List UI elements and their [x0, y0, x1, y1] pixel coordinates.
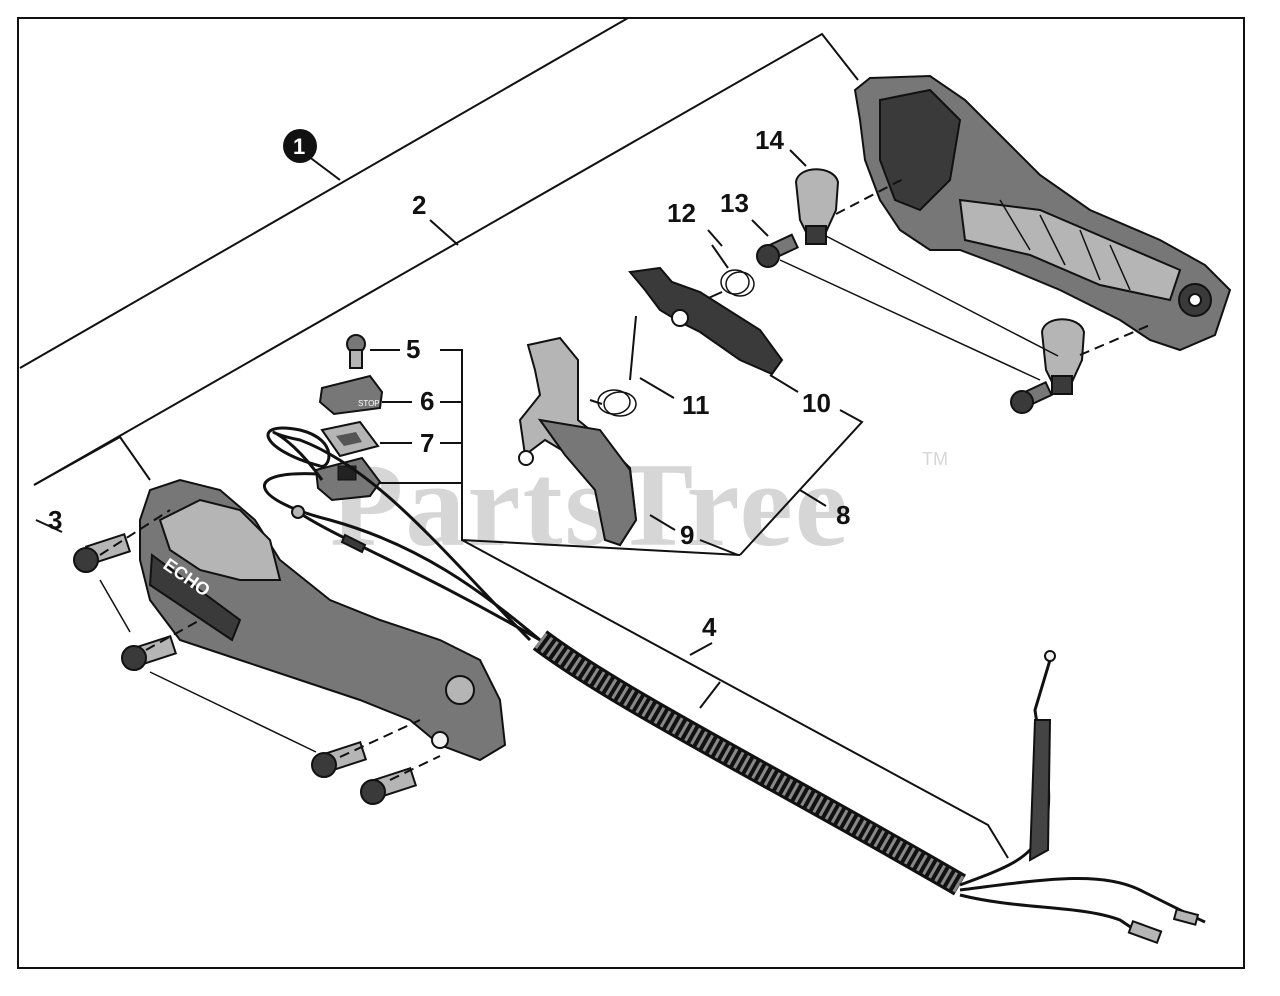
part-label-8: 8 — [836, 500, 850, 530]
assembly-label-1: 1 — [293, 134, 305, 159]
assembly-path-left-2 — [145, 619, 201, 651]
part-label-4: 4 — [702, 612, 717, 642]
part-label-14: 14 — [755, 125, 784, 155]
assembly-path-2 — [1079, 324, 1151, 356]
part-label-9: 9 — [680, 520, 694, 550]
assembly-path-1 — [835, 177, 906, 215]
lockout-lever — [628, 266, 784, 376]
screw-5 — [346, 334, 366, 369]
assembly-bracket-1 — [19, 17, 1244, 369]
part-label-6: 6 — [420, 386, 434, 416]
clamp-lower — [1040, 318, 1086, 395]
assembly-badge — [283, 129, 317, 163]
watermark-tm: TM — [922, 449, 948, 469]
torsion-spring-11 — [589, 315, 637, 417]
part-label-12: 12 — [667, 198, 696, 228]
part-label-11: 11 — [682, 390, 710, 420]
leader-2 — [429, 219, 459, 246]
part-label-2: 2 — [412, 190, 426, 220]
throttle-cable — [291, 505, 1206, 945]
bolt-13 — [756, 233, 799, 268]
assembly-path-3 — [779, 259, 1041, 381]
pad-7 — [320, 420, 380, 458]
assembly-bracket-2 — [33, 32, 859, 486]
handle-right — [853, 74, 1232, 352]
assembly-path-left-6 — [149, 671, 317, 753]
leader-lines — [33, 149, 1009, 859]
clamp-upper — [794, 168, 840, 245]
part-label-10: 10 — [802, 388, 831, 418]
bolt-left-2 — [121, 635, 178, 671]
stop-switch — [263, 426, 541, 642]
assembly-path-left-5 — [99, 579, 131, 633]
throttle-trigger — [518, 336, 638, 547]
part-label-13: 13 — [720, 188, 749, 218]
bolt-left-3 — [311, 741, 368, 778]
handle-left: ECHO — [139, 478, 507, 762]
spring-12 — [703, 244, 755, 301]
assembly-path-left-4 — [389, 755, 441, 781]
stop-text: STOP — [358, 399, 380, 408]
assembly-path-left-3 — [339, 719, 421, 758]
assembly-path-4 — [825, 235, 1059, 357]
assembly-path-left-1 — [99, 509, 171, 556]
part-label-7: 7 — [420, 428, 434, 458]
part-label-5: 5 — [406, 334, 420, 364]
switch-plate-6: STOP — [318, 374, 384, 416]
bolt-lower-right — [1010, 380, 1053, 414]
bolt-left-4 — [360, 767, 418, 805]
